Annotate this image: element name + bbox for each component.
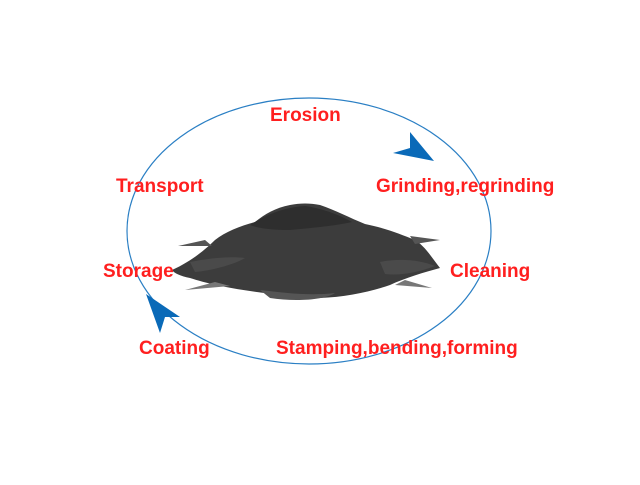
powder-pile-image — [172, 203, 440, 301]
stage-label-erosion: Erosion — [270, 105, 341, 126]
arrowhead-top-right-icon — [393, 132, 434, 161]
stage-label-transport: Transport — [116, 176, 204, 197]
stage-label-grinding: Grinding,regrinding — [376, 176, 555, 197]
stage-label-cleaning: Cleaning — [450, 261, 531, 282]
stage-label-coating: Coating — [139, 338, 210, 359]
cycle-ellipse — [126, 97, 492, 365]
stage-label-storage: Storage — [103, 261, 174, 282]
stage-label-stamping: Stamping,bending,forming — [276, 338, 518, 359]
arrowhead-bottom-left-icon — [146, 294, 180, 333]
